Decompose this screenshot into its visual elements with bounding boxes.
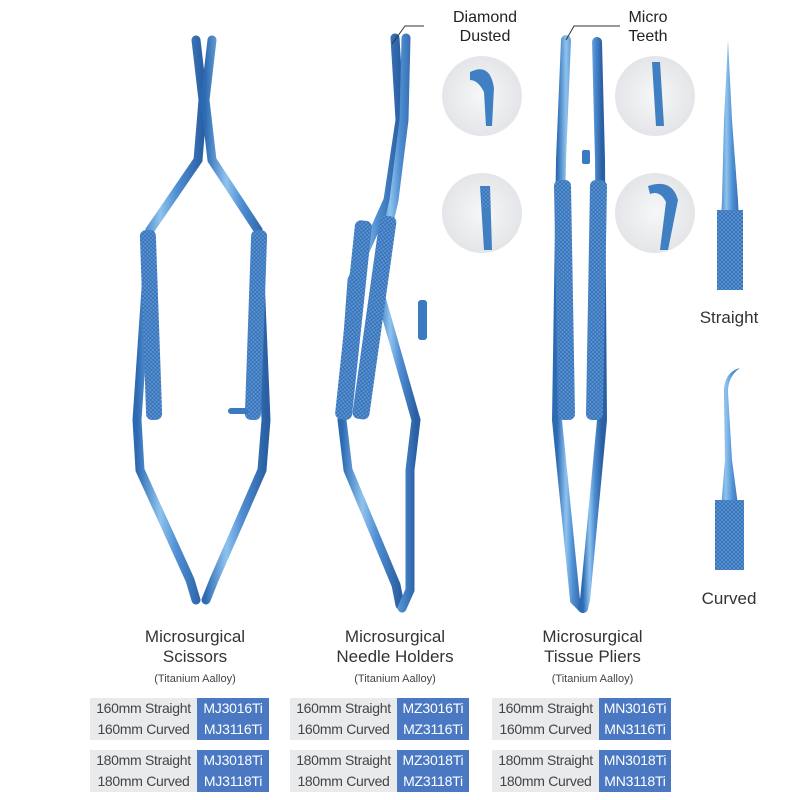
callout-line: Teeth bbox=[628, 28, 668, 45]
code-table-needle-holders: 160mm Straight MZ3016Ti 160mm Curved MZ3… bbox=[290, 698, 469, 792]
size-cell: 180mm Straight bbox=[290, 750, 397, 771]
code-row: 160mm Curved MN3116Ti bbox=[492, 719, 671, 740]
product-code: MJ3118Ti bbox=[197, 771, 269, 792]
callout-line: Micro bbox=[628, 9, 668, 26]
product-code: MN3016Ti bbox=[599, 698, 671, 719]
scissors-illustration bbox=[132, 35, 271, 605]
product-code: MN3116Ti bbox=[599, 719, 671, 740]
callout-line: Dusted bbox=[459, 28, 511, 45]
product-name-line: Scissors bbox=[162, 647, 228, 666]
product-name-line: Microsurgical bbox=[542, 627, 643, 646]
size-cell: 180mm Curved bbox=[290, 771, 397, 792]
product-code: MN3118Ti bbox=[599, 771, 671, 792]
zoom-circles bbox=[442, 56, 695, 253]
callout-line: Diamond bbox=[452, 9, 518, 26]
product-name-needle-holders: Microsurgical Needle Holders (Titanium A… bbox=[305, 627, 485, 687]
code-row: 160mm Straight MN3016Ti bbox=[492, 698, 671, 719]
material-label: (Titanium Aalloy) bbox=[551, 673, 634, 685]
product-code: MJ3018Ti bbox=[197, 750, 269, 771]
size-cell: 160mm Curved bbox=[290, 719, 397, 740]
code-row: 180mm Straight MN3018Ti bbox=[492, 750, 671, 771]
product-name-scissors: Microsurgical Scissors (Titanium Aalloy) bbox=[110, 627, 280, 687]
product-code: MZ3016Ti bbox=[397, 698, 469, 719]
product-name-tissue-pliers: Microsurgical Tissue Pliers (Titanium Aa… bbox=[505, 627, 680, 687]
code-row: 160mm Straight MZ3016Ti bbox=[290, 698, 469, 719]
product-name-line: Microsurgical bbox=[344, 627, 446, 646]
code-group-160: 160mm Straight MZ3016Ti 160mm Curved MZ3… bbox=[290, 698, 469, 740]
code-group-180: 180mm Straight MN3018Ti 180mm Curved MN3… bbox=[492, 750, 671, 792]
material-label: (Titanium Aalloy) bbox=[354, 673, 436, 685]
product-name-line: Needle Holders bbox=[336, 647, 454, 666]
code-group-180: 180mm Straight MZ3018Ti 180mm Curved MZ3… bbox=[290, 750, 469, 792]
product-name-line: Microsurgical bbox=[144, 627, 246, 646]
product-code: MZ3116Ti bbox=[397, 719, 469, 740]
size-cell: 180mm Straight bbox=[492, 750, 599, 771]
tissue-pliers-illustration bbox=[551, 35, 608, 613]
needle-holder-illustration bbox=[335, 33, 427, 613]
size-cell: 160mm Curved bbox=[90, 719, 197, 740]
curved-tip-label: Curved bbox=[701, 589, 757, 608]
product-code: MJ3116Ti bbox=[197, 719, 269, 740]
code-table-scissors: 160mm Straight MJ3016Ti 160mm Curved MJ3… bbox=[90, 698, 269, 792]
code-group-180: 180mm Straight MJ3018Ti 180mm Curved MJ3… bbox=[90, 750, 269, 792]
code-row: 180mm Straight MZ3018Ti bbox=[290, 750, 469, 771]
size-cell: 160mm Curved bbox=[492, 719, 599, 740]
product-name-line: Tissue Pliers bbox=[544, 647, 641, 666]
code-row: 180mm Curved MN3118Ti bbox=[492, 771, 671, 792]
code-row: 180mm Straight MJ3018Ti bbox=[90, 750, 269, 771]
straight-tip-label: Straight bbox=[699, 308, 759, 327]
code-table-tissue-pliers: 160mm Straight MN3016Ti 160mm Curved MN3… bbox=[492, 698, 671, 792]
code-group-160: 160mm Straight MN3016Ti 160mm Curved MN3… bbox=[492, 698, 671, 740]
diamond-dusted-callout: Diamond Dusted bbox=[430, 8, 540, 46]
code-row: 160mm Straight MJ3016Ti bbox=[90, 698, 269, 719]
product-code: MZ3118Ti bbox=[397, 771, 469, 792]
code-row: 180mm Curved MJ3118Ti bbox=[90, 771, 269, 792]
product-code: MZ3018Ti bbox=[397, 750, 469, 771]
size-cell: 180mm Curved bbox=[492, 771, 599, 792]
size-cell: 160mm Straight bbox=[492, 698, 599, 719]
micro-teeth-callout: Micro Teeth bbox=[610, 8, 686, 46]
product-code: MN3018Ti bbox=[599, 750, 671, 771]
size-cell: 180mm Straight bbox=[90, 750, 197, 771]
size-cell: 180mm Curved bbox=[90, 771, 197, 792]
code-row: 180mm Curved MZ3118Ti bbox=[290, 771, 469, 792]
curved-tip-illustration bbox=[715, 368, 744, 570]
product-code: MJ3016Ti bbox=[197, 698, 269, 719]
material-label: (Titanium Aalloy) bbox=[154, 673, 236, 685]
size-cell: 160mm Straight bbox=[290, 698, 397, 719]
code-group-160: 160mm Straight MJ3016Ti 160mm Curved MJ3… bbox=[90, 698, 269, 740]
size-cell: 160mm Straight bbox=[90, 698, 197, 719]
code-row: 160mm Curved MZ3116Ti bbox=[290, 719, 469, 740]
straight-tip-illustration bbox=[717, 40, 743, 290]
code-row: 160mm Curved MJ3116Ti bbox=[90, 719, 269, 740]
